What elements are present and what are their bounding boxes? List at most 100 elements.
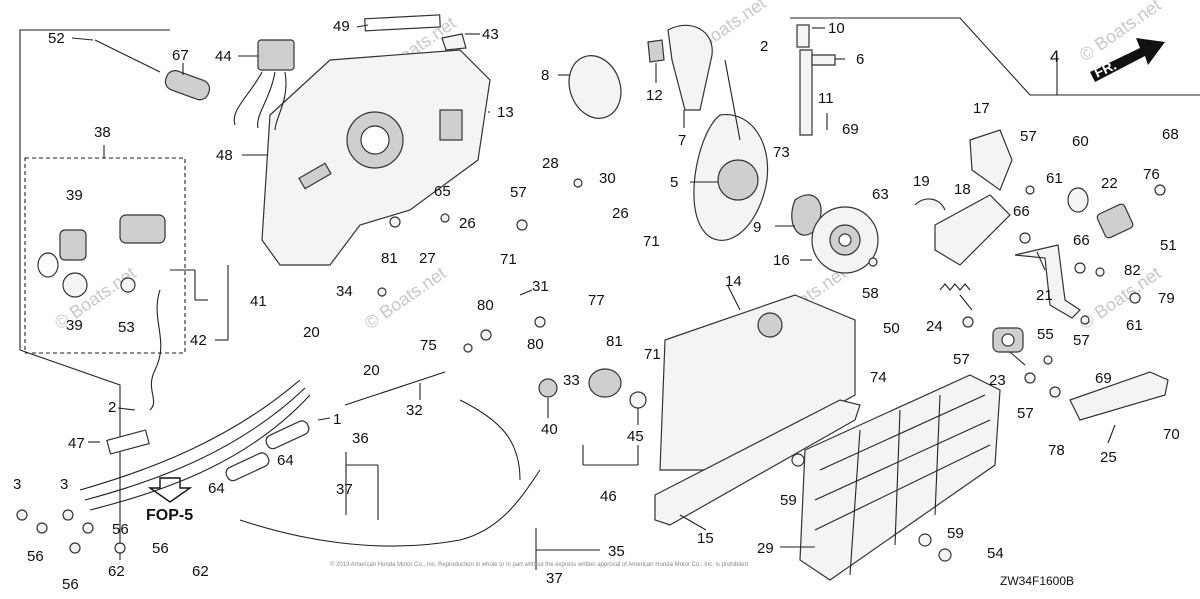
callout-23: 23 (989, 372, 1006, 389)
callout-30: 30 (599, 170, 616, 187)
group-box-38 (24, 157, 186, 354)
panel-hole (757, 312, 783, 338)
assembly-frame (19, 17, 1200, 560)
callout-47: 47 (68, 435, 85, 452)
callout-21: 21 (1036, 287, 1053, 304)
callout-5: 5 (670, 174, 678, 191)
lever-arm (667, 24, 769, 241)
callout-81: 81 (606, 333, 623, 350)
leader-lines (71, 24, 1116, 570)
callout-65: 65 (434, 183, 451, 200)
callout-20: 20 (363, 362, 380, 379)
ring-60 (1067, 187, 1089, 213)
callout-81: 81 (381, 250, 398, 267)
callout-69: 69 (842, 121, 859, 138)
callout-71: 71 (500, 251, 517, 268)
callout-77: 77 (588, 292, 605, 309)
part-45 (629, 391, 647, 409)
callout-49: 49 (333, 18, 350, 35)
callout-59: 59 (780, 492, 797, 509)
callout-17: 17 (973, 100, 990, 117)
tube-64 (225, 452, 270, 482)
callout-79: 79 (1158, 290, 1175, 307)
callout-57: 57 (953, 351, 970, 368)
callout-70: 70 (1163, 426, 1180, 443)
ring-8 (568, 55, 622, 119)
part-23 (992, 327, 1024, 353)
callout-12: 12 (646, 87, 663, 104)
callout-26: 26 (612, 205, 629, 222)
cables (79, 379, 311, 511)
callout-73: 73 (773, 144, 790, 161)
callout-14: 14 (725, 273, 742, 290)
callout-3: 3 (13, 476, 21, 493)
callout-61: 61 (1046, 170, 1063, 187)
callout-9: 9 (753, 219, 761, 236)
switch-44 (233, 39, 295, 131)
part-40 (538, 378, 558, 398)
callout-80: 80 (527, 336, 544, 353)
callout-58: 58 (862, 285, 879, 302)
callout-39: 39 (66, 317, 83, 334)
fasteners (16, 178, 1166, 562)
callout-34: 34 (336, 283, 353, 300)
panel-14 (659, 294, 856, 471)
callout-62: 62 (108, 563, 125, 580)
rod-32 (344, 371, 446, 406)
callout-57: 57 (1073, 332, 1090, 349)
callout-66: 66 (1013, 203, 1030, 220)
spring-19 (914, 198, 946, 211)
callout-33: 33 (563, 372, 580, 389)
callout-50: 50 (883, 320, 900, 337)
callout-63: 63 (872, 186, 889, 203)
callout-46: 46 (600, 488, 617, 505)
watermark: © Boats.net (361, 263, 450, 333)
callout-56: 56 (152, 540, 169, 557)
diagram-code: ZW34F1600B (1000, 574, 1074, 588)
callout-80: 80 (477, 297, 494, 314)
cover-15 (654, 399, 861, 526)
shift-rod (796, 24, 836, 136)
bracket-25 (1069, 371, 1169, 421)
callout-42: 42 (190, 332, 207, 349)
tube-64 (265, 420, 310, 450)
callout-2: 2 (108, 399, 116, 416)
callout-57: 57 (510, 184, 527, 201)
callout-51: 51 (1160, 237, 1177, 254)
callout-40: 40 (541, 421, 558, 438)
callout-35: 35 (608, 543, 625, 560)
callout-64: 64 (208, 480, 225, 497)
callout-36: 36 (352, 430, 369, 447)
callout-59: 59 (947, 525, 964, 542)
callout-45: 45 (627, 428, 644, 445)
callout-27: 27 (419, 250, 436, 267)
callout-71: 71 (643, 233, 660, 250)
callout-2: 2 (760, 38, 768, 55)
callout-75: 75 (420, 337, 437, 354)
lever-bolt (94, 39, 211, 101)
callout-15: 15 (697, 530, 714, 547)
callout-41: 41 (250, 293, 267, 310)
callout-44: 44 (215, 48, 232, 65)
callout-68: 68 (1162, 126, 1179, 143)
callout-25: 25 (1100, 449, 1117, 466)
callout-56: 56 (62, 576, 79, 593)
ignition-switch (119, 214, 166, 244)
watermark: © Boats.net (1076, 263, 1165, 333)
callout-57: 57 (1020, 128, 1037, 145)
callout-11: 11 (818, 90, 834, 107)
callout-62: 62 (192, 563, 209, 580)
buzzer (588, 368, 622, 398)
callout-19: 19 (913, 173, 930, 190)
callout-52: 52 (48, 30, 65, 47)
callout-18: 18 (954, 181, 971, 198)
callout-57: 57 (1017, 405, 1034, 422)
callout-38: 38 (94, 124, 111, 141)
callout-29: 29 (757, 540, 774, 557)
callout-24: 24 (926, 318, 943, 335)
callout-48: 48 (216, 147, 233, 164)
clip-43 (441, 33, 467, 51)
callout-8: 8 (541, 67, 549, 84)
callout-76: 76 (1143, 166, 1160, 183)
